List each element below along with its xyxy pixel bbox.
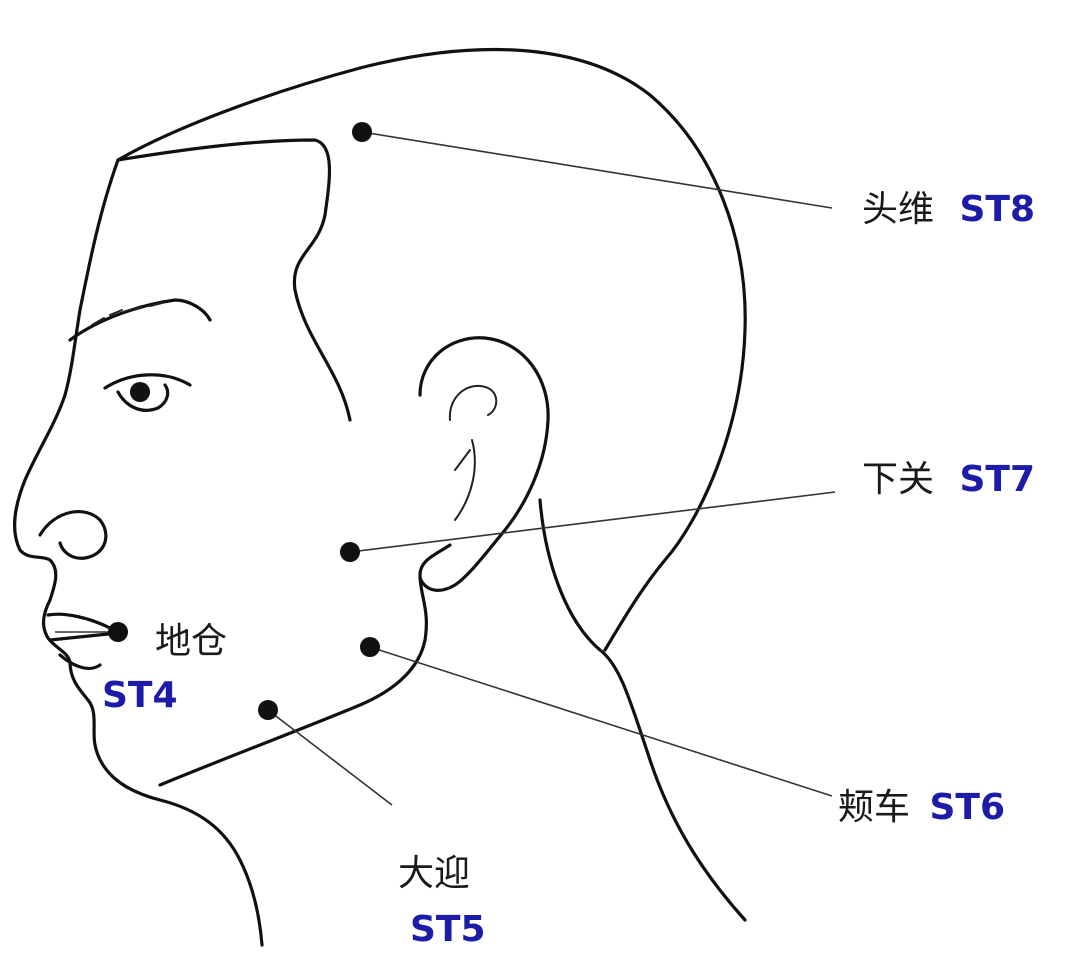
ear-inner [448, 384, 498, 521]
jawline [158, 543, 452, 787]
leader-line-st5 [267, 709, 393, 806]
point-name-st8: 头维 [862, 189, 935, 230]
acupoint-marker-st7 [340, 542, 360, 562]
acupoint-marker-st6 [360, 637, 380, 657]
acupoint-marker-st4 [108, 622, 128, 642]
point-code-st6: ST6 [929, 787, 1006, 828]
eye [103, 373, 192, 412]
eyebrow [68, 298, 212, 342]
hairline [116, 138, 352, 422]
eye-pupil [130, 382, 150, 402]
neck-back [538, 498, 747, 922]
point-name-st6: 颊车 [838, 787, 911, 828]
label-st6: 颊车 ST6 [838, 790, 1005, 826]
leader-line-st8 [361, 131, 833, 209]
point-code-st8: ST8 [959, 189, 1036, 230]
nose [38, 510, 108, 560]
point-code-st4: ST4 [102, 675, 178, 716]
ear [418, 336, 550, 592]
lips [46, 612, 112, 670]
acupoint-marker-st8 [352, 122, 372, 142]
head-outline [116, 48, 747, 652]
leader-line-st6 [369, 646, 833, 797]
leader-line-st7 [349, 491, 836, 553]
label-st7: 下关 ST7 [862, 462, 1035, 498]
acupoint-marker-st5 [258, 700, 278, 720]
eyebrow-hair [91, 302, 163, 326]
label-st8: 头维 ST8 [862, 192, 1035, 228]
point-name-st7: 下关 [862, 459, 935, 500]
point-name-st5: 大迎 [398, 853, 471, 894]
point-name-st4: 地仓 [155, 621, 228, 662]
face-profile [13, 158, 264, 947]
point-code-st5: ST5 [410, 909, 486, 950]
point-code-st7: ST7 [959, 459, 1036, 500]
